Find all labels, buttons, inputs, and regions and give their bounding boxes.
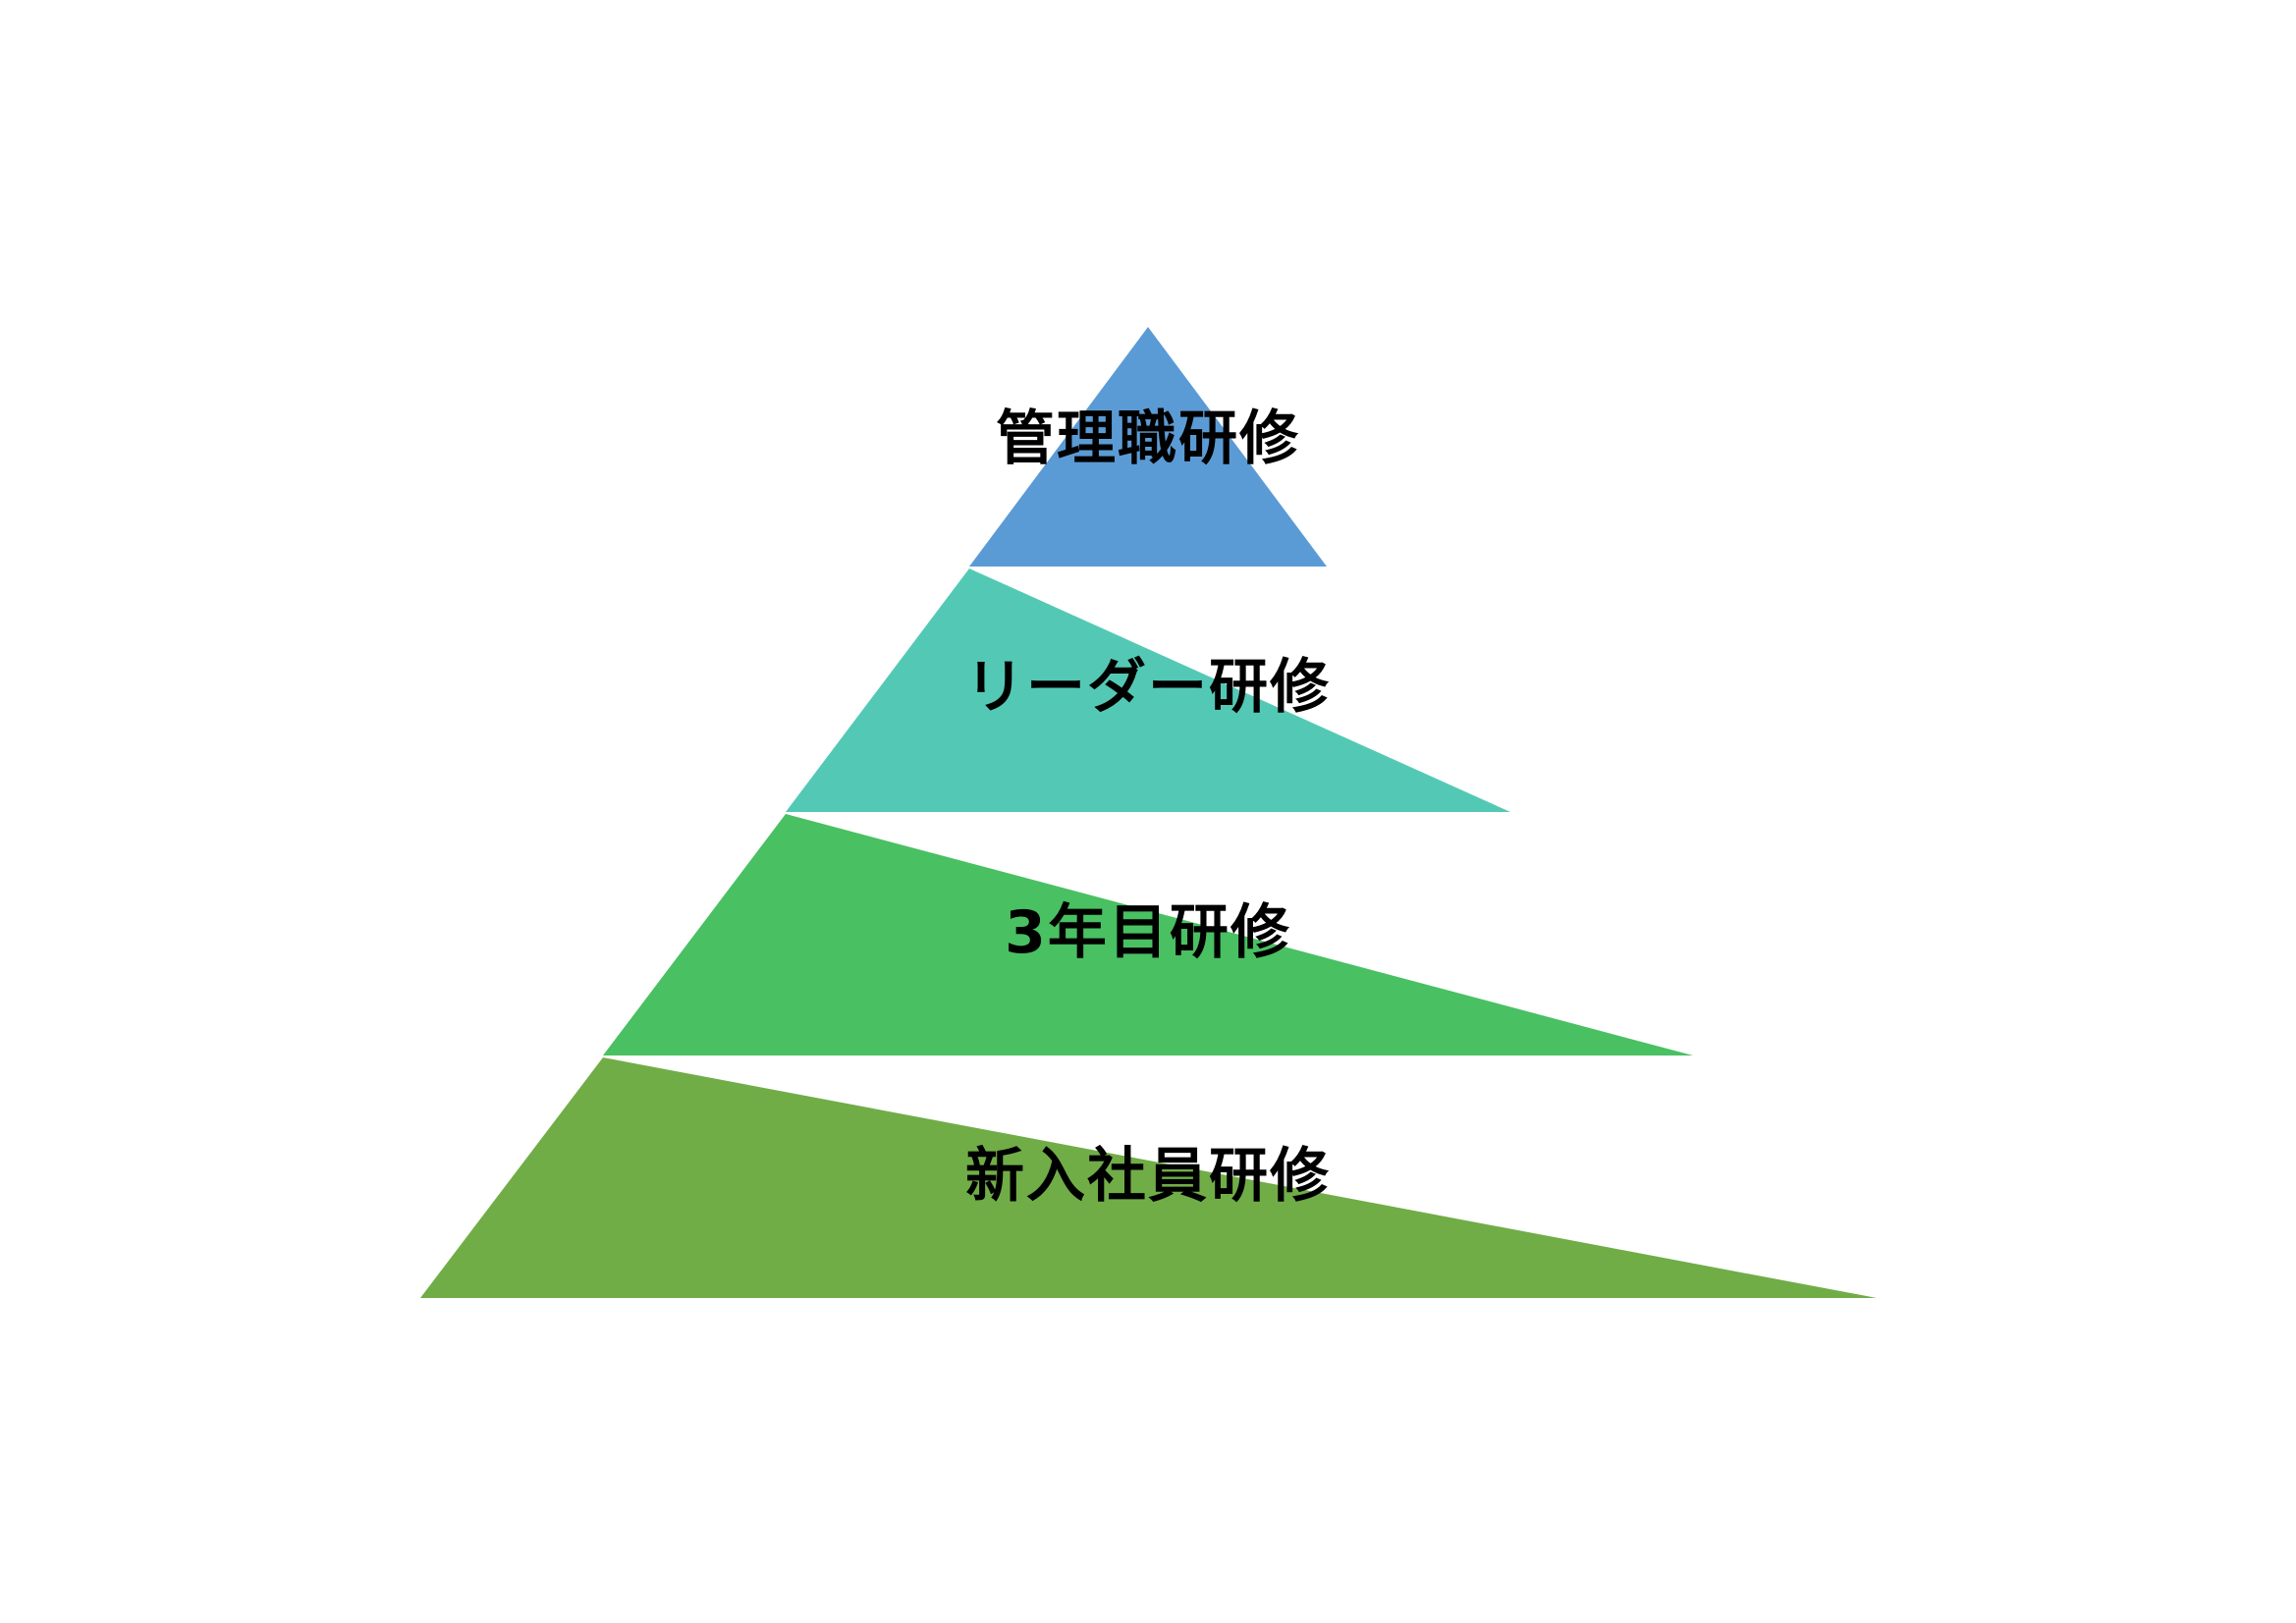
pyramid-layer-1: [969, 327, 1327, 567]
pyramid-layer-2: [786, 568, 1510, 812]
pyramid-layer-4: [420, 1057, 1877, 1298]
pyramid-layer-3: [603, 814, 1693, 1055]
